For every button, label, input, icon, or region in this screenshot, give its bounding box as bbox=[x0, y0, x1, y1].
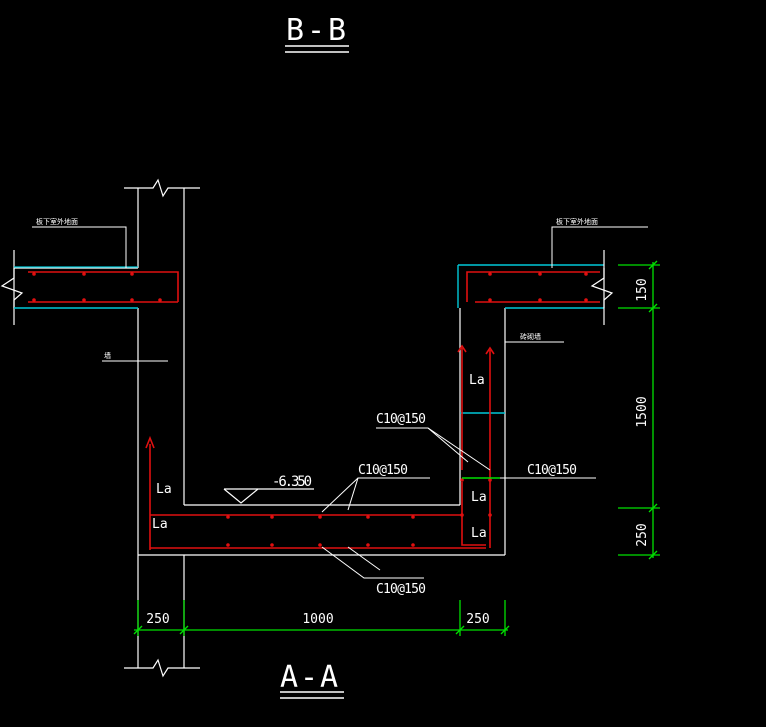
dim-right-bottom: 250 bbox=[635, 523, 650, 546]
title-a-a: A-A bbox=[280, 660, 344, 699]
dim-right-mid: 1500 bbox=[635, 396, 650, 427]
callout-right-text: C10@150 bbox=[527, 463, 577, 478]
right-slab bbox=[457, 250, 614, 414]
title-bottom-text: A-A bbox=[280, 660, 338, 695]
callout-upper-text: C10@150 bbox=[376, 412, 426, 427]
dim-bottom-left: 250 bbox=[146, 612, 169, 627]
left-slab-bars bbox=[32, 272, 162, 302]
wall-note-text: 墙 bbox=[104, 351, 111, 360]
dim-bottom-mid: 1000 bbox=[302, 612, 333, 627]
anchor-label-4: La bbox=[471, 490, 487, 505]
anchor-label-5: La bbox=[471, 526, 487, 541]
right-note: 板下室外地面 bbox=[551, 217, 648, 268]
callout-bottom-text: C10@150 bbox=[376, 582, 426, 597]
right-wall-note: 砖砌墙 bbox=[505, 332, 564, 343]
elevation-text: -6.350 bbox=[272, 474, 312, 490]
pit-rebar bbox=[145, 344, 495, 550]
right-slab-bars bbox=[488, 272, 588, 302]
dimension-bottom bbox=[133, 600, 510, 636]
anchor-label-1: La bbox=[156, 482, 172, 497]
anchor-label-3: La bbox=[469, 373, 485, 388]
elevation-mark: -6.350 bbox=[223, 474, 314, 504]
dim-bottom-right: 250 bbox=[466, 612, 489, 627]
right-note-text: 板下室外地面 bbox=[556, 217, 598, 226]
callout-bottom bbox=[321, 546, 424, 579]
dim-right-top: 150 bbox=[635, 278, 650, 301]
anchor-label-2: La bbox=[152, 517, 168, 532]
callout-center-text: C10@150 bbox=[358, 463, 408, 478]
left-note-text: 板下室外地面 bbox=[36, 217, 78, 226]
dimension-right bbox=[618, 260, 660, 560]
callout-upper bbox=[376, 427, 491, 471]
callout-center bbox=[321, 477, 430, 513]
pit-rebar-dots bbox=[226, 478, 492, 547]
wall-note: 墙 bbox=[102, 351, 168, 362]
left-note: 板下室外地面 bbox=[32, 217, 127, 268]
left-slab bbox=[0, 250, 179, 325]
left-upper-wall bbox=[124, 178, 200, 555]
title-b-b: B-B bbox=[285, 13, 349, 53]
title-top-text: B-B bbox=[286, 13, 346, 48]
right-wall-note-text: 砖砌墙 bbox=[520, 332, 541, 341]
